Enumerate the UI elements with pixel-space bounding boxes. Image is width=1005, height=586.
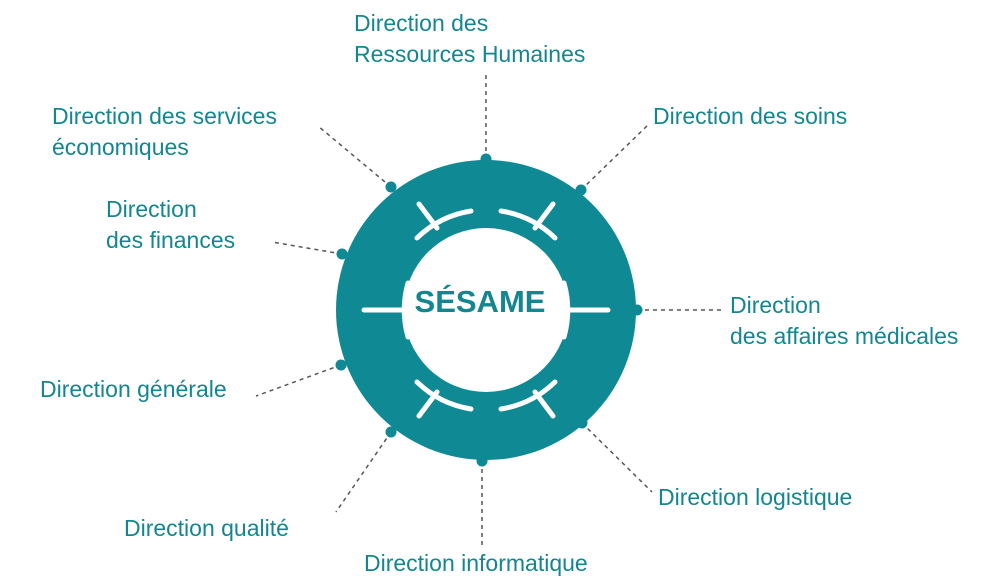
dot-finances <box>336 248 348 260</box>
dot-generale <box>335 359 347 371</box>
arc-top-right <box>498 208 558 241</box>
label-line: économiques <box>52 134 189 160</box>
label-services-economiques: Direction des services économiques <box>52 101 277 163</box>
ring-marks <box>361 201 611 419</box>
label-soins: Direction des soins <box>653 101 847 132</box>
center-title: SÉSAME <box>414 284 546 319</box>
connector-generale <box>255 364 342 397</box>
inner-circle <box>404 228 568 392</box>
dot-qualite <box>385 426 397 438</box>
label-affaires-medicales: Direction des affaires médicales <box>730 290 958 352</box>
tick-bottom-left <box>416 389 440 419</box>
dot-rh <box>480 153 492 165</box>
label-line: Direction <box>106 196 197 222</box>
label-finances: Direction des finances <box>106 194 235 256</box>
dot-services-economiques <box>385 181 397 193</box>
connection-dots <box>335 153 643 467</box>
dot-soins <box>575 184 587 196</box>
label-line: Direction des soins <box>653 103 848 129</box>
label-line: Direction <box>730 292 821 318</box>
dot-informatique <box>476 455 488 467</box>
arc-bottom-left <box>414 379 474 412</box>
connector-finances <box>271 241 343 255</box>
label-line: Direction logistique <box>658 484 853 510</box>
label-generale: Direction générale <box>40 374 227 405</box>
label-rh: Direction des Ressources Humaines <box>354 8 585 70</box>
arc-bottom-right <box>498 379 558 412</box>
label-line: Direction qualité <box>124 515 289 541</box>
tick-top-right <box>532 201 556 231</box>
label-line: Direction des <box>354 10 489 36</box>
tick-top-left <box>416 201 440 231</box>
label-line: Direction des services <box>52 103 277 129</box>
dot-logistique <box>576 417 588 429</box>
connector-qualite <box>335 431 392 513</box>
arc-top-left <box>414 208 474 241</box>
label-logistique: Direction logistique <box>658 482 852 513</box>
connector-logistique <box>581 422 653 493</box>
label-line: Direction générale <box>40 376 227 402</box>
dot-affaires-medicales <box>631 304 643 316</box>
label-informatique: Direction informatique <box>364 548 588 579</box>
tick-bottom-right <box>532 389 556 419</box>
connector-services-economiques <box>317 125 392 188</box>
connectors <box>255 75 724 548</box>
label-line: des finances <box>106 227 236 253</box>
label-line: des affaires médicales <box>730 323 959 349</box>
label-line: Direction informatique <box>364 550 588 576</box>
label-line: Ressources Humaines <box>354 41 586 67</box>
label-qualite: Direction qualité <box>124 513 289 544</box>
connector-soins <box>580 124 649 191</box>
